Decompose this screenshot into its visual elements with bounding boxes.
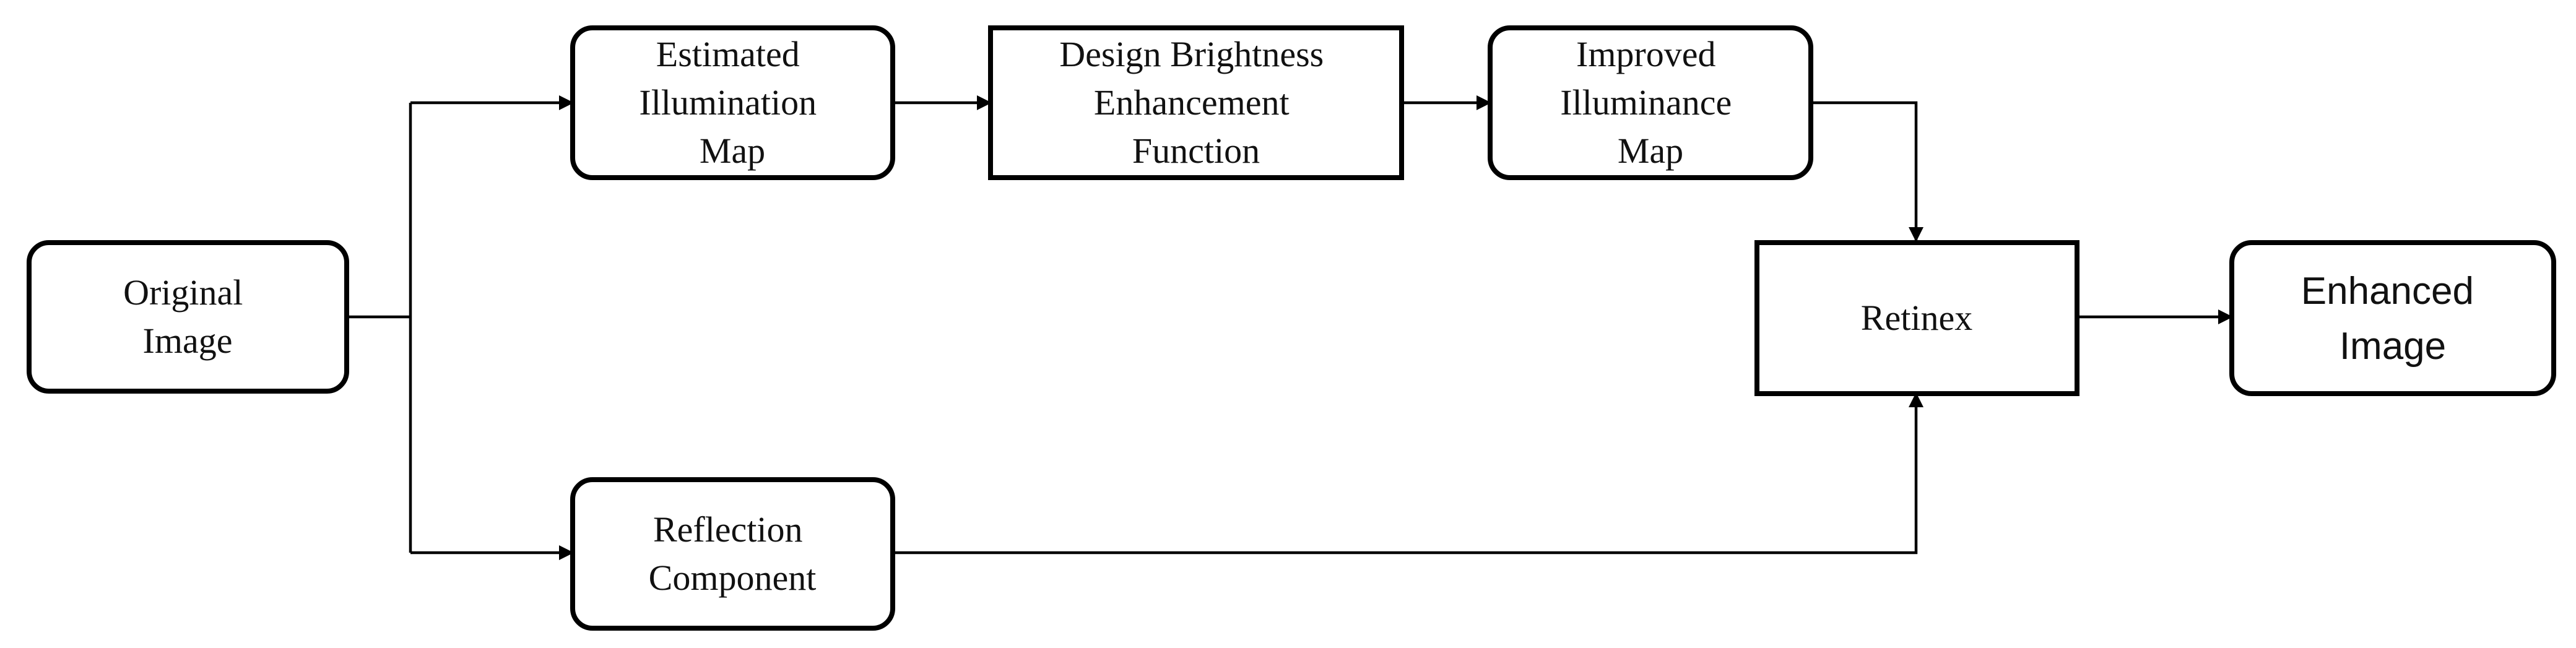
node-enhanced-image: Enhanced Image <box>2229 240 2556 396</box>
node-label-line: Original <box>123 272 243 313</box>
node-label-line: Illuminance <box>1560 82 1732 123</box>
node-label-line: Image <box>2340 325 2446 368</box>
node-label-line: Illumination <box>639 82 817 123</box>
node-design-brightness-enhancement-function: Design Brightness Enhancement Function <box>988 25 1404 180</box>
edge-reflection-to-retinex <box>893 392 1923 555</box>
node-retinex: Retinex <box>1754 240 2079 396</box>
node-label-line: Reflection <box>653 509 803 550</box>
node-label-line: Map <box>700 131 765 171</box>
node-estimated-illumination-map: Estimated Illumination Map <box>570 25 895 180</box>
node-reflection-component: Reflection Component <box>570 477 895 631</box>
node-label-line: Design Brightness <box>1059 34 1324 74</box>
svg-text:Reflection Component: Reflection Component <box>649 509 817 598</box>
node-label-line: Image <box>143 321 233 361</box>
svg-text:Improved Illuminance: Improved Illuminance Map <box>1560 34 1741 171</box>
node-label-line: Retinex <box>1861 298 1972 338</box>
svg-text:Original Image: Original Image <box>123 272 252 361</box>
node-label-line: Function <box>1132 131 1260 171</box>
node-label-line: Enhancement <box>1094 82 1290 123</box>
svg-text:Enhanced Image: Enhanced Image <box>2301 270 2484 368</box>
node-label-line: Component <box>649 558 817 598</box>
svg-text:Retinex: Retinex <box>1861 298 1972 338</box>
svg-text:Estimated Illumination: Estimated Illumination Map <box>639 34 825 171</box>
node-label-line: Estimated <box>656 34 800 74</box>
node-original-image: Original Image <box>27 240 349 394</box>
node-label-line: Map <box>1618 131 1683 171</box>
edges <box>347 95 2233 560</box>
edge-improved-to-retinex <box>1811 101 1923 242</box>
node-improved-illuminance-map: Improved Illuminance Map <box>1488 25 1813 180</box>
node-label-line: Enhanced <box>2301 270 2474 313</box>
node-label-line: Improved <box>1576 34 1716 74</box>
svg-text:Design Brightness Enhanc: Design Brightness Enhancement Function <box>1059 34 1332 171</box>
